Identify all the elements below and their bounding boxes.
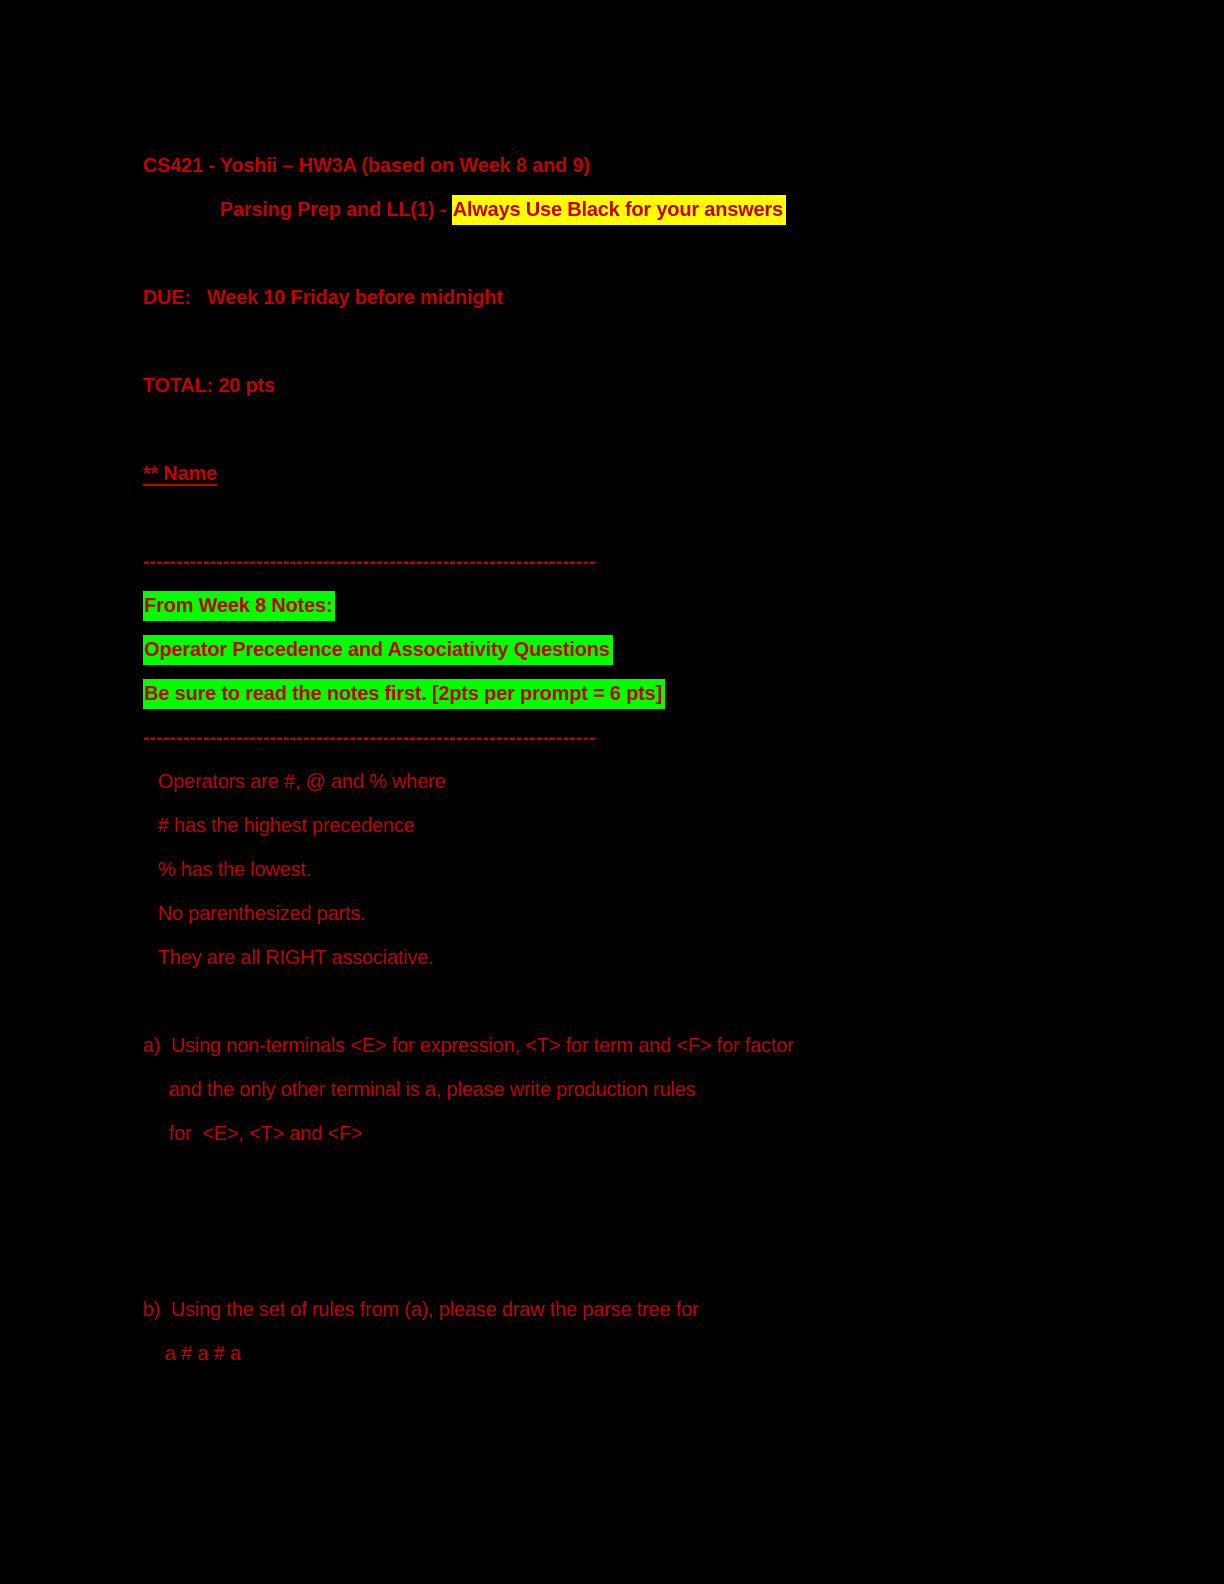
operator-rule-line: No parenthesized parts. bbox=[158, 903, 366, 925]
operator-rule-line: Operators are #, @ and % where bbox=[158, 771, 446, 793]
notes-instruction-highlight: Be sure to read the notes first. [2pts p… bbox=[143, 679, 665, 709]
notes-instruction-line: Be sure to read the notes first. [2pts p… bbox=[143, 672, 1164, 716]
due-line: DUE: Week 10 Friday before midnight bbox=[143, 287, 504, 309]
subtitle-prefix: Parsing Prep and LL(1) - bbox=[220, 199, 452, 221]
operator-rule-line: % has the lowest. bbox=[158, 859, 312, 881]
title: CS421 - Yoshii – HW3A (based on Week 8 a… bbox=[143, 155, 591, 177]
question-a-line-2: and the only other terminal is a, please… bbox=[169, 1079, 696, 1101]
operator-rule-line: They are all RIGHT associative. bbox=[158, 947, 434, 969]
question-a-line-3: for <E>, <T> and <F> bbox=[169, 1123, 363, 1145]
subtitle: Parsing Prep and LL(1) - Always Use Blac… bbox=[143, 188, 1164, 232]
notes-source-line: From Week 8 Notes: bbox=[143, 584, 1164, 628]
blank-line bbox=[143, 232, 1164, 276]
subtitle-highlighted-text: Always Use Black for your answers bbox=[451, 195, 786, 225]
divider-top: ----------------------------------------… bbox=[143, 551, 596, 573]
notes-topic-line: Operator Precedence and Associativity Qu… bbox=[143, 628, 1164, 672]
notes-source-highlight: From Week 8 Notes: bbox=[143, 591, 336, 621]
operator-rule-line: # has the highest precedence bbox=[158, 815, 415, 837]
blank-line bbox=[143, 980, 1164, 1024]
divider-bottom: ----------------------------------------… bbox=[143, 727, 596, 749]
question-b-expression: a # a # a bbox=[165, 1343, 242, 1365]
question-a-line-1: a) Using non-terminals <E> for expressio… bbox=[143, 1035, 794, 1057]
blank-line bbox=[143, 320, 1164, 364]
blank-line bbox=[143, 496, 1164, 540]
notes-topic-highlight: Operator Precedence and Associativity Qu… bbox=[143, 635, 613, 665]
name-line: ** Name bbox=[143, 452, 1164, 496]
blank-line bbox=[143, 1244, 1164, 1288]
blank-line bbox=[143, 1156, 1164, 1200]
total-line: TOTAL: 20 pts bbox=[143, 375, 276, 397]
question-b-line-1: b) Using the set of rules from (a), plea… bbox=[143, 1299, 699, 1321]
blank-line bbox=[143, 1200, 1164, 1244]
name-label: ** Name bbox=[143, 463, 218, 485]
blank-line bbox=[143, 408, 1164, 452]
